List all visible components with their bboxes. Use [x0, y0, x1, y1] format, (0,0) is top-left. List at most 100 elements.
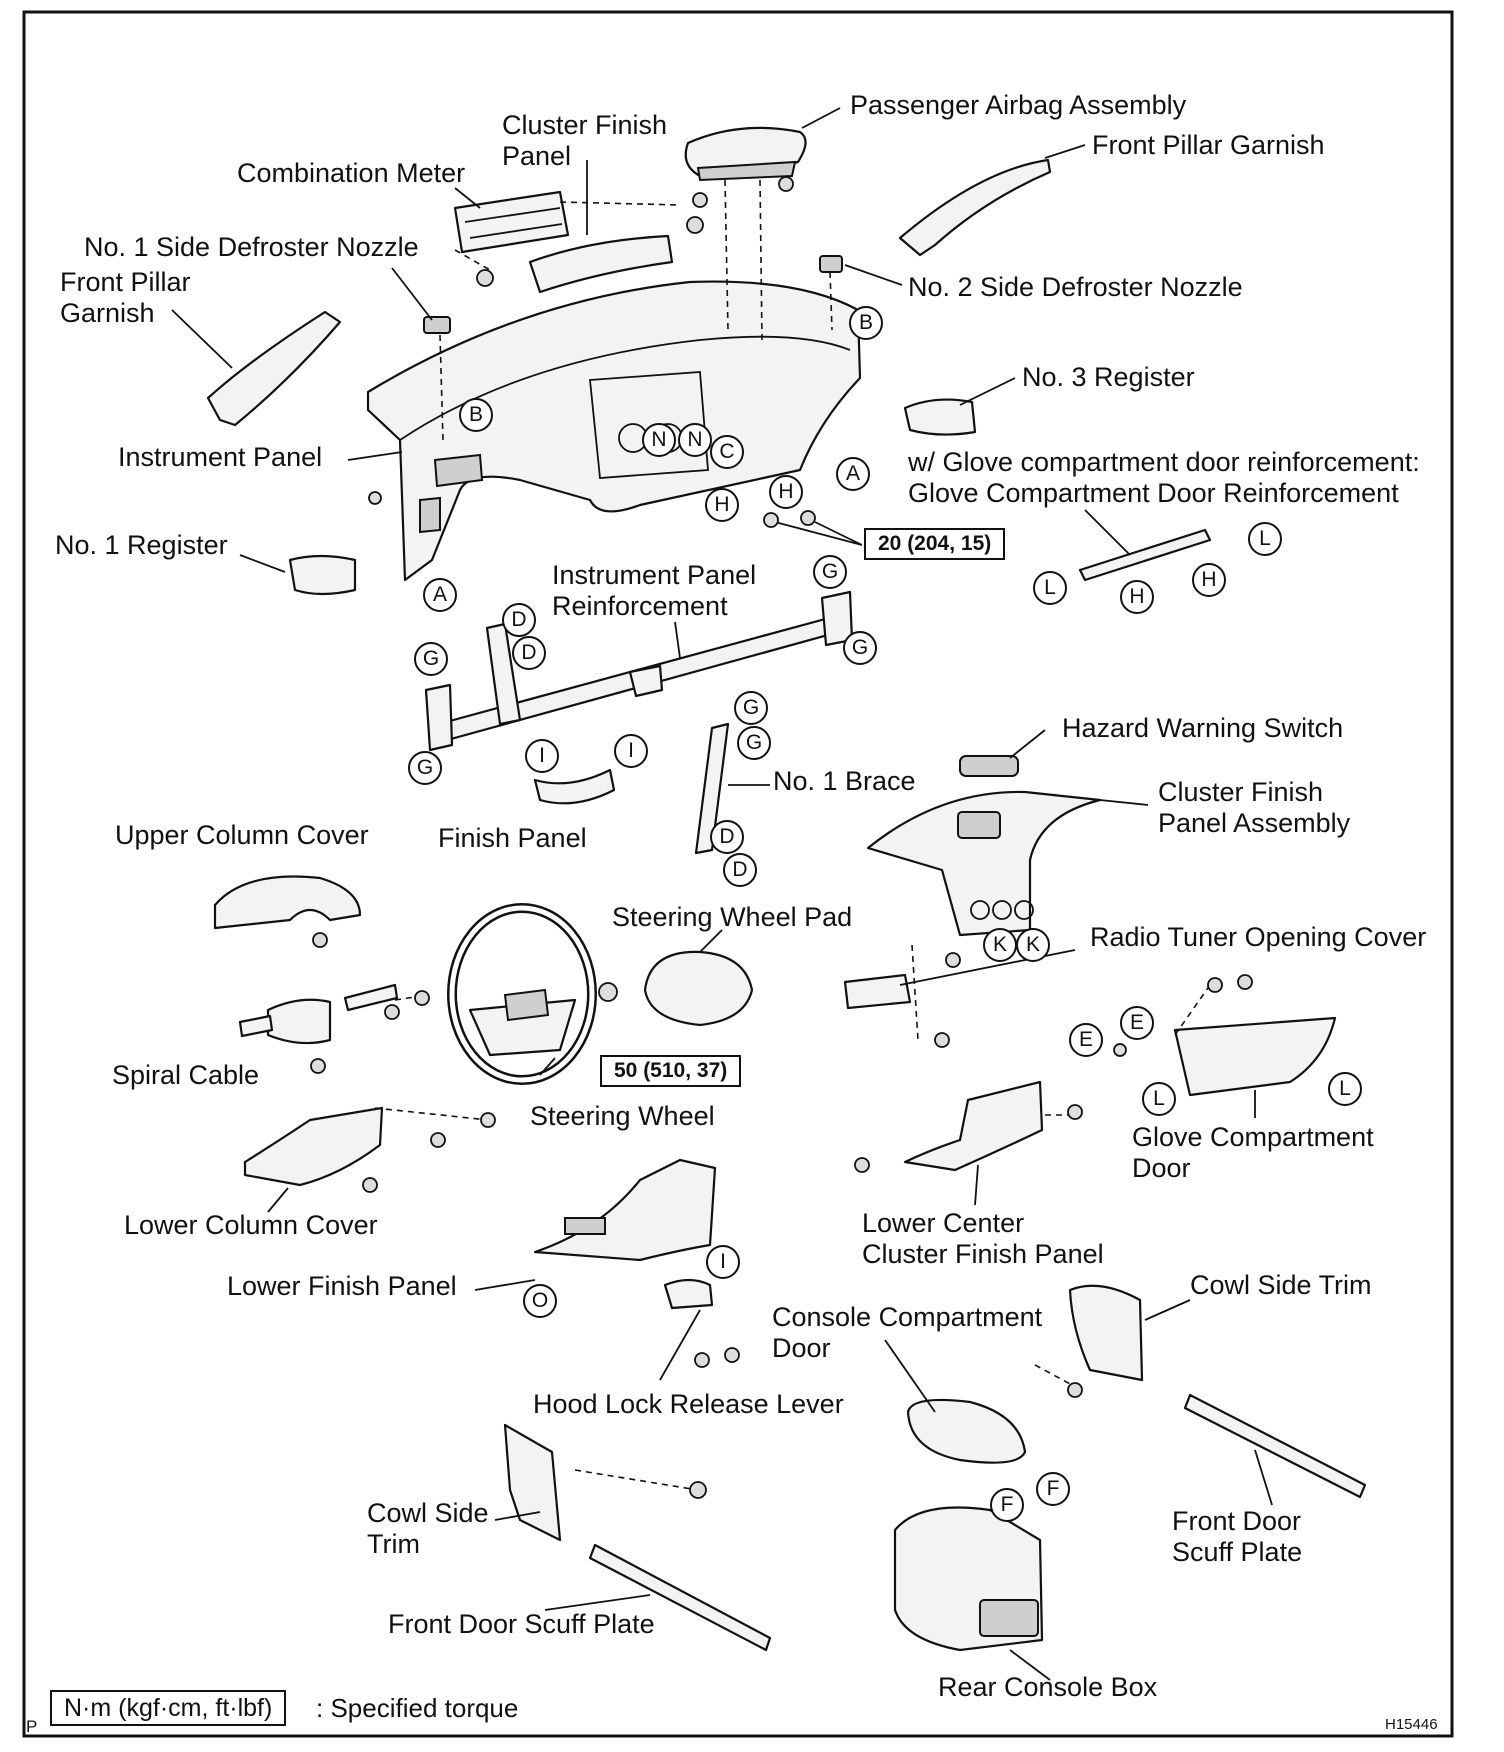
cowl-side-trim-right-drawing	[1068, 1284, 1144, 1382]
label-console-door-1: Console Compartment	[772, 1302, 1043, 1332]
upper-column-cover-drawing	[213, 875, 362, 930]
marker-l: L	[1248, 522, 1282, 556]
spiral-cable-drawing	[238, 983, 399, 1045]
marker-l: L	[1033, 571, 1067, 605]
label-lower-column-cover: Lower Column Cover	[124, 1210, 378, 1240]
hood-lock-drawing	[663, 1278, 714, 1310]
label-glove-reinforcement: Glove Compartment Door Reinforcement	[908, 478, 1399, 508]
label-front-door-scuff-left: Front Door Scuff Plate	[388, 1609, 655, 1639]
no1-register-drawing	[288, 554, 357, 596]
figure-code: H15446	[1385, 1716, 1438, 1733]
marker-g: G	[414, 642, 448, 676]
label-hazard-switch: Hazard Warning Switch	[1062, 713, 1344, 743]
marker-a: A	[423, 578, 457, 612]
front-pillar-garnish-left-drawing	[206, 310, 342, 427]
label-cluster-finish-assy-1: Cluster Finish	[1158, 777, 1324, 807]
label-glove-door-1: Glove Compartment	[1132, 1122, 1374, 1152]
instrument-panel-reinforcement-drawing	[424, 590, 854, 752]
label-instrument-panel: Instrument Panel	[118, 442, 323, 472]
leader-lines	[171, 107, 1273, 1681]
torque-box-1: 20 (204, 15)	[864, 528, 1006, 560]
glove-door-reinforcement-drawing	[1078, 528, 1212, 582]
label-front-door-scuff-right-1: Front Door	[1172, 1506, 1302, 1536]
label-console-door-2: Door	[772, 1333, 831, 1363]
marker-i: I	[614, 734, 648, 768]
label-cluster-finish-panel-2: Panel	[502, 141, 572, 171]
radio-tuner-cover-drawing	[843, 973, 912, 1010]
label-no1-side-defroster: No. 1 Side Defroster Nozzle	[84, 232, 419, 262]
marker-b: B	[849, 306, 883, 340]
no1-brace-drawing	[694, 722, 730, 855]
label-lower-center-1: Lower Center	[862, 1208, 1025, 1238]
lower-column-cover-drawing	[243, 1106, 384, 1187]
marker-g: G	[734, 691, 768, 725]
marker-f: F	[990, 1488, 1024, 1522]
front-door-scuff-right-drawing	[1183, 1393, 1367, 1499]
steering-wheel-drawing	[447, 903, 597, 1085]
label-finish-panel: Finish Panel	[438, 823, 587, 853]
marker-e: E	[1120, 1006, 1154, 1040]
marker-g: G	[843, 631, 877, 665]
front-pillar-garnish-right-drawing	[898, 158, 1052, 257]
marker-i: I	[706, 1245, 740, 1279]
label-spiral-cable: Spiral Cable	[112, 1060, 260, 1090]
finish-panel-drawing	[533, 768, 616, 805]
marker-d: D	[502, 603, 536, 637]
marker-i: I	[525, 739, 559, 773]
torque-box-2: 50 (510, 37)	[600, 1055, 742, 1087]
marker-g: G	[813, 555, 847, 589]
label-cowl-side-trim-right: Cowl Side Trim	[1190, 1270, 1372, 1300]
hazard-switch-drawing	[959, 755, 1019, 777]
marker-d: D	[723, 853, 757, 887]
marker-h: H	[1120, 580, 1154, 614]
label-lower-finish-panel: Lower Finish Panel	[227, 1271, 457, 1301]
marker-f: F	[1036, 1472, 1070, 1506]
cluster-finish-panel-assy-drawing	[866, 790, 1102, 937]
frame-border	[22, 10, 1454, 1738]
label-no2-side-defroster: No. 2 Side Defroster Nozzle	[908, 272, 1243, 302]
no3-register-drawing	[903, 398, 977, 436]
marker-k: K	[1016, 928, 1050, 962]
label-front-door-scuff-right-2: Scuff Plate	[1172, 1537, 1303, 1567]
label-cowl-side-trim-left-1: Cowl Side	[367, 1498, 489, 1528]
label-lower-center-2: Cluster Finish Panel	[862, 1239, 1104, 1269]
marker-a: A	[836, 457, 870, 491]
corner-mark: P	[26, 1717, 38, 1736]
marker-h: H	[769, 475, 803, 509]
steering-wheel-pad-drawing	[643, 950, 754, 1027]
marker-g: G	[408, 751, 442, 785]
label-cowl-side-trim-left-2: Trim	[367, 1529, 420, 1559]
dashed-lines	[374, 179, 1211, 1491]
label-front-pillar-garnish-right: Front Pillar Garnish	[1092, 130, 1325, 160]
marker-h: H	[1192, 563, 1226, 597]
label-glove-door-2: Door	[1132, 1153, 1191, 1183]
label-front-pillar-garnish-left-1: Front Pillar	[60, 267, 191, 297]
marker-o: O	[523, 1284, 557, 1318]
label-no1-register: No. 1 Register	[55, 530, 228, 560]
marker-l: L	[1328, 1072, 1362, 1106]
front-door-scuff-left-drawing	[588, 1543, 772, 1652]
label-steering-wheel-pad: Steering Wheel Pad	[612, 902, 853, 932]
label-hood-lock: Hood Lock Release Lever	[533, 1389, 844, 1419]
marker-c: C	[710, 435, 744, 469]
lower-center-cluster-panel-drawing	[903, 1080, 1044, 1172]
cluster-finish-panel-drawing	[528, 234, 674, 294]
marker-b: B	[459, 398, 493, 432]
marker-n: N	[642, 423, 676, 457]
lower-finish-panel-drawing	[533, 1158, 717, 1262]
cowl-side-trim-left-drawing	[503, 1423, 562, 1542]
instrument-panel-drawing	[366, 280, 862, 582]
marker-n: N	[678, 423, 712, 457]
no1-side-defroster-drawing	[423, 316, 451, 334]
passenger-airbag-drawing	[684, 126, 807, 208]
label-passenger-airbag: Passenger Airbag Assembly	[850, 90, 1187, 120]
label-radio-tuner-cover: Radio Tuner Opening Cover	[1090, 922, 1427, 952]
label-cluster-finish-assy-2: Panel Assembly	[1158, 808, 1351, 838]
label-steering-wheel: Steering Wheel	[530, 1101, 715, 1131]
combination-meter-drawing	[453, 190, 570, 254]
console-door-drawing	[906, 1398, 1027, 1464]
legend-torque-units: N·m (kgf·cm, ft·lbf)	[50, 1690, 287, 1726]
glove-door-drawing	[1173, 1016, 1337, 1097]
